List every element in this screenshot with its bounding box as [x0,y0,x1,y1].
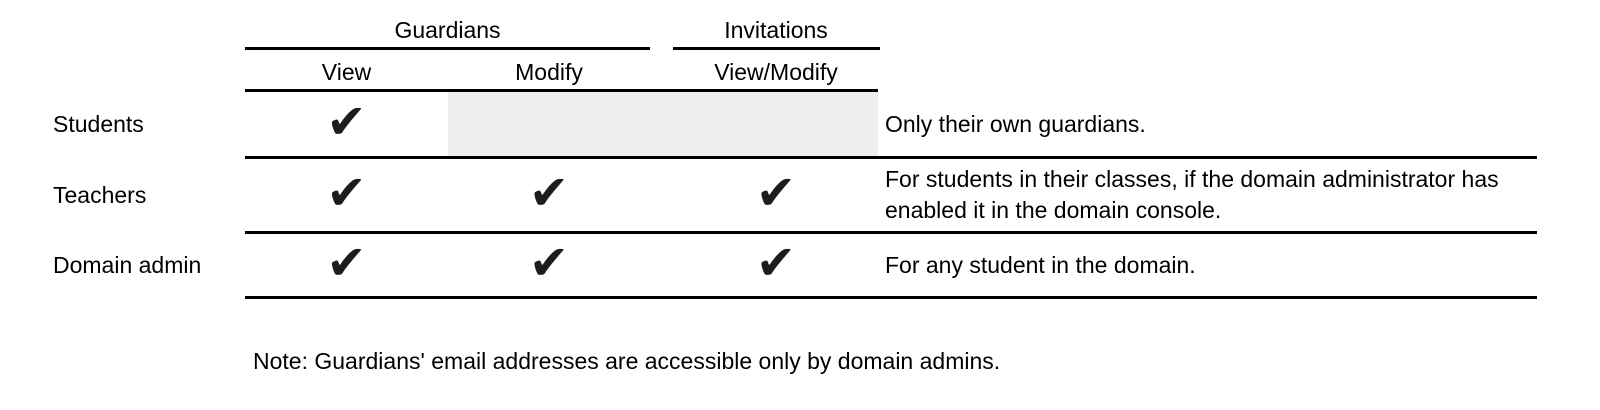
check-icon: ✔ [755,235,797,291]
check-icon: ✔ [528,235,570,291]
note-domain-admin: For any student in the domain. [885,251,1196,278]
check-icon: ✔ [528,165,570,221]
cell-teachers-modify: ✔ [448,159,650,231]
guardians-underline [245,47,650,50]
cell-students-invitations [672,92,880,156]
header-divider [245,89,878,92]
cell-admin-modify: ✔ [448,234,650,296]
row-divider [245,156,1537,159]
table-row-students: Students ✔ Only their own guardians. [0,92,1600,156]
cell-teachers-view: ✔ [245,159,448,231]
cell-students-modify [448,92,650,156]
column-header-modify: Modify [515,59,583,85]
table-row-domain-admin: Domain admin ✔ ✔ ✔ For any student in th… [0,234,1600,296]
row-label-students: Students [53,110,144,137]
row-divider [245,231,1537,234]
column-group-invitations: Invitations [724,17,828,43]
table-bottom-divider [245,296,1537,299]
cell-teachers-invitations: ✔ [672,159,880,231]
note-students: Only their own guardians. [885,110,1146,137]
footnote: Note: Guardians' email addresses are acc… [253,348,1001,374]
column-group-guardians: Guardians [394,17,501,43]
table-row-teachers: Teachers ✔ ✔ ✔ For students in their cla… [0,159,1600,231]
row-label-domain-admin: Domain admin [53,251,202,278]
invitations-underline [673,47,880,50]
column-header-view: View [321,59,372,85]
not-applicable-shaded-region [448,92,878,156]
row-label-teachers: Teachers [53,181,147,208]
check-icon: ✔ [755,165,797,221]
cell-admin-view: ✔ [245,234,448,296]
column-header-view-modify: View/Modify [714,59,838,85]
cell-admin-invitations: ✔ [672,234,880,296]
note-teachers: For students in their classes, if the do… [885,166,1499,223]
check-icon: ✔ [326,235,367,291]
check-icon: ✔ [326,94,367,150]
check-icon: ✔ [326,165,367,221]
cell-students-view: ✔ [245,92,448,156]
